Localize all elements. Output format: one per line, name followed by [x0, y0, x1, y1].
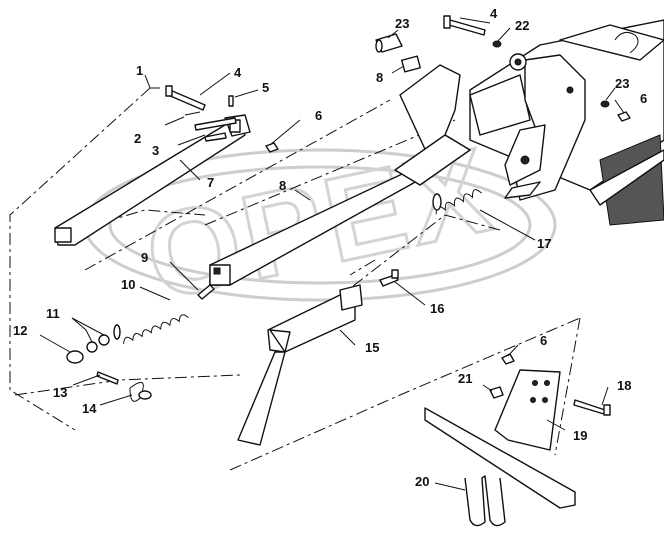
callout-22: 21: [458, 371, 472, 386]
callout-17: 16: [430, 301, 444, 316]
callout-24: 23: [395, 16, 409, 31]
callout-6-left: 6: [315, 108, 322, 123]
callout-8: 8: [376, 70, 383, 85]
part-8-bushing: [401, 55, 421, 73]
part-24-pin: [375, 33, 403, 53]
callout-15: 14: [82, 401, 97, 416]
part-20-bracket: [494, 369, 561, 451]
part-2-3-fasteners: [184, 111, 237, 142]
callout-7: 7: [207, 175, 214, 190]
pivot-bracket: [504, 53, 586, 201]
part-14-pin: [96, 371, 119, 385]
part-9-main-arm: [209, 64, 471, 286]
part-17-bolt: [379, 269, 399, 287]
callout-4-left: 4: [234, 65, 242, 80]
part-5-pin: [228, 95, 234, 107]
callout-4-top: 4: [490, 6, 498, 21]
callout-9: 8: [279, 178, 286, 193]
drawbar: [424, 407, 576, 509]
part-6-nut: [265, 111, 631, 365]
callout-21: 20: [415, 474, 429, 489]
callout-2: 2: [134, 131, 141, 146]
part-23-washer: [492, 40, 610, 108]
callout-11: 10: [121, 277, 135, 292]
part-16-bracket: [237, 284, 363, 446]
part-11-spring: [113, 314, 189, 344]
part-19-bolt: [573, 399, 611, 416]
callout-5: 5: [262, 80, 269, 95]
callout-1: 1: [136, 63, 143, 78]
callout-labels: 1 2 3 4 4 5 6 6 6 7 8 8 9 10 11 12 13 14…: [13, 6, 647, 489]
part-18-spring: [432, 189, 482, 215]
callout-3: 3: [152, 143, 159, 158]
part-22-nut: [489, 386, 504, 399]
leader-lines: [39, 17, 625, 491]
callout-10: 9: [141, 250, 148, 265]
part-21-u-bolt: [464, 475, 506, 527]
part-12-13-washers: [66, 334, 110, 364]
callout-6-bottom: 6: [540, 333, 547, 348]
callout-19: 18: [617, 378, 631, 393]
callout-13: 12: [13, 323, 27, 338]
assembly-boundary-lines: [9, 87, 581, 471]
callout-20: 19: [573, 428, 587, 443]
callout-16: 15: [365, 340, 379, 355]
part-15-clip: [129, 381, 152, 402]
callout-18: 17: [537, 236, 551, 251]
part-10-bolt: [197, 284, 215, 300]
callout-12: 11: [46, 306, 60, 321]
callout-6-right: 6: [640, 91, 647, 106]
callout-14: 13: [53, 385, 67, 400]
part-4-bolt-left: [165, 85, 206, 111]
part-4-bolt-top: [443, 15, 486, 36]
callout-23-right: 23: [615, 76, 629, 91]
callout-23-top: 22: [515, 18, 529, 33]
part-7-link-arm: [54, 114, 251, 246]
